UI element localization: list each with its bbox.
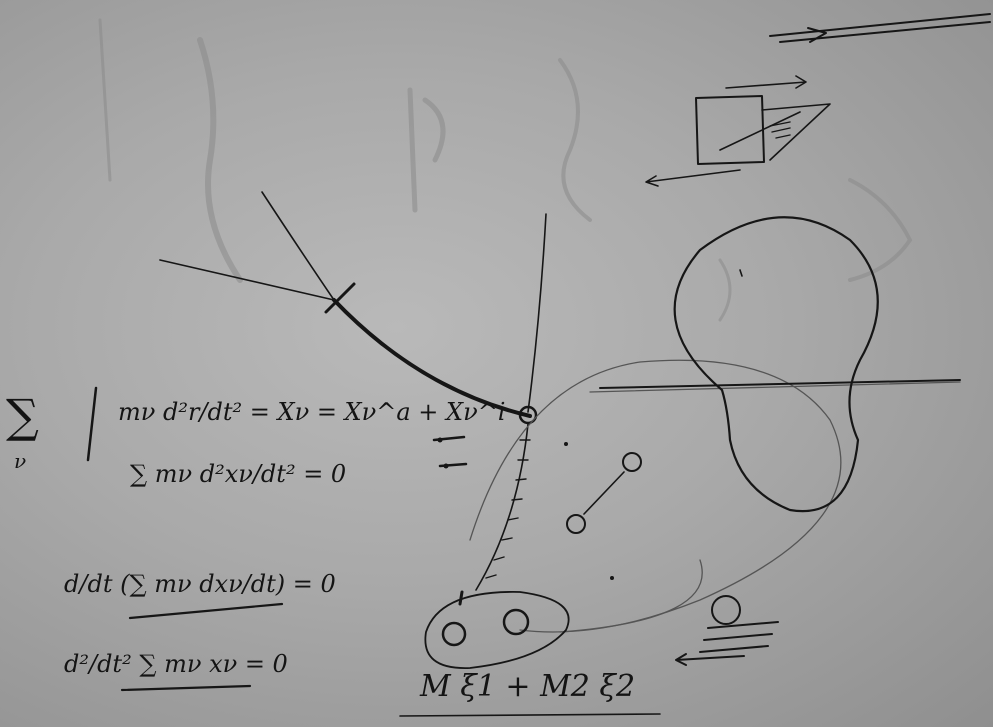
top-arrow [769,13,991,43]
two-particles [399,590,661,717]
faint-curves [469,359,961,633]
moving-ball [675,595,779,666]
sum-index: ν [14,449,26,473]
blob [599,216,961,513]
equation-2: ∑ mν d²xν/dt² = 0 [130,460,346,488]
equation-1: mν d²r/dt² = Xν = Xν^a + Xν^i [118,398,505,426]
trajectory [159,191,547,591]
dumbbell [564,442,642,580]
equation-3: d/dt (∑ mν dxν/dt) = 0 [64,570,336,598]
bottom-label: M ξ1 + M2 ξ2 [419,669,635,704]
equation-4: d²/dt² ∑ mν xν = 0 [64,650,288,678]
ghost-writing [98,18,913,322]
sum-symbol: ∑ [6,389,39,443]
plane-sketch [645,75,831,187]
equations-block: ∑ ν mν d²r/dt² = Xν = Xν^a + Xν^i ∑ mν d… [6,386,635,704]
